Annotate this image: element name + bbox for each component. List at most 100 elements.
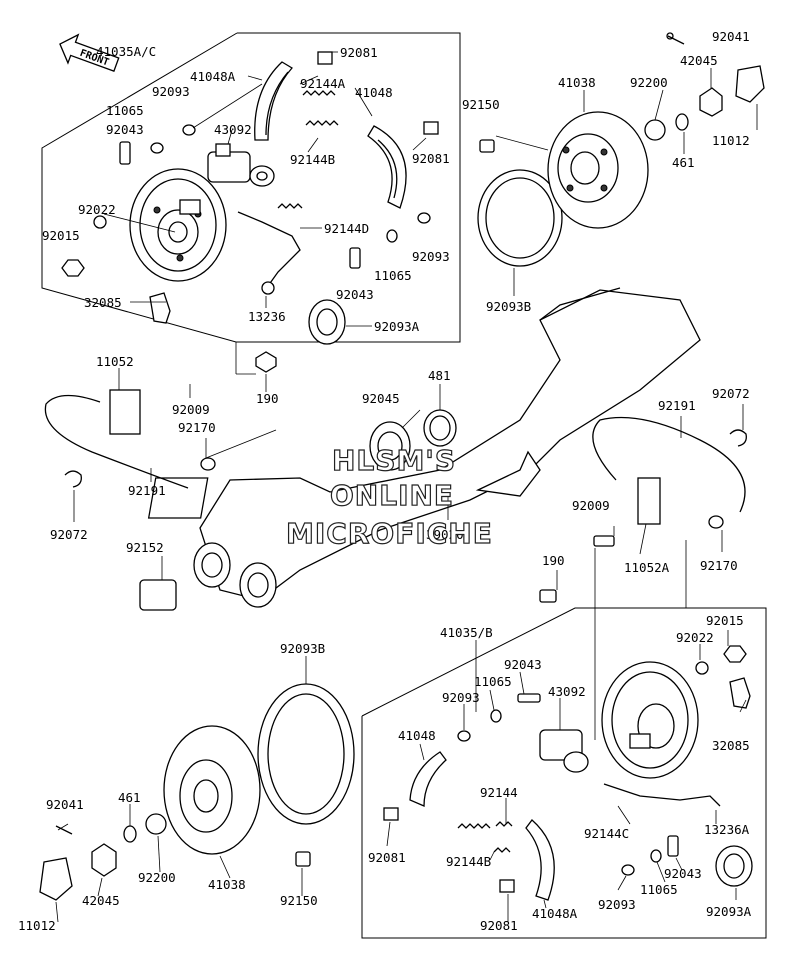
part-label[interactable]: 92043 bbox=[664, 866, 702, 881]
part-label[interactable]: 92072 bbox=[50, 527, 88, 542]
watermark-line-1: HLSM'S bbox=[332, 444, 456, 477]
leader-lines bbox=[55, 51, 758, 923]
part-label[interactable]: 92093A bbox=[706, 904, 752, 919]
part-label[interactable]: 92200 bbox=[138, 870, 176, 885]
part-label[interactable]: 42045 bbox=[680, 53, 718, 68]
brake-panel-lower bbox=[601, 661, 699, 779]
part-label[interactable]: 11065 bbox=[474, 674, 512, 689]
brake-panel-upper bbox=[129, 168, 227, 282]
hub-parts-lower bbox=[39, 813, 311, 901]
lower-assembly-frame bbox=[361, 607, 767, 939]
part-label[interactable]: 92200 bbox=[630, 75, 668, 90]
part-label[interactable]: 92045 bbox=[362, 391, 400, 406]
part-label[interactable]: 92093 bbox=[412, 249, 450, 264]
part-label[interactable]: 92081 bbox=[412, 151, 450, 166]
part-label[interactable]: 92150 bbox=[462, 97, 500, 112]
part-label[interactable]: 92144A bbox=[300, 76, 346, 91]
part-label[interactable]: 481 bbox=[428, 368, 451, 383]
axle-housing bbox=[147, 287, 701, 608]
part-label[interactable]: 92170 bbox=[700, 558, 738, 573]
part-label[interactable]: 92072 bbox=[712, 386, 750, 401]
part-label[interactable]: 92015 bbox=[42, 228, 80, 243]
bearing-parts bbox=[139, 351, 457, 611]
part-label[interactable]: 92150 bbox=[280, 893, 318, 908]
part-label[interactable]: 39020 bbox=[426, 527, 464, 542]
part-label[interactable]: 41035/B bbox=[440, 625, 493, 640]
part-label[interactable]: 43092 bbox=[548, 684, 586, 699]
part-label[interactable]: 13236A bbox=[704, 822, 750, 837]
part-label[interactable]: 11065 bbox=[106, 103, 144, 118]
brake-drum-lower bbox=[163, 683, 355, 855]
part-label[interactable]: 92009 bbox=[172, 402, 210, 417]
part-label[interactable]: 92081 bbox=[480, 918, 518, 933]
part-label[interactable]: 92144D bbox=[324, 221, 369, 236]
part-label[interactable]: 43092 bbox=[214, 122, 252, 137]
brake-shoe-41048-upper bbox=[367, 125, 407, 209]
small-parts-lower bbox=[457, 645, 753, 887]
wheel-cylinder-lower bbox=[539, 729, 589, 773]
part-label[interactable]: 92041 bbox=[46, 797, 84, 812]
part-label[interactable]: 92043 bbox=[336, 287, 374, 302]
part-label[interactable]: 92093 bbox=[598, 897, 636, 912]
hub-parts-upper bbox=[479, 32, 765, 153]
part-label[interactable]: 41048 bbox=[398, 728, 436, 743]
part-label[interactable]: 42045 bbox=[82, 893, 120, 908]
brake-shoes-lower bbox=[383, 751, 721, 901]
part-label[interactable]: 92043 bbox=[106, 122, 144, 137]
watermark: HLSM'S ONLINE MICROFICHE bbox=[285, 443, 493, 550]
part-label[interactable]: 41048 bbox=[355, 85, 393, 100]
hose-left bbox=[44, 389, 216, 489]
hose-right bbox=[539, 416, 747, 603]
part-label[interactable]: 92093 bbox=[442, 690, 480, 705]
part-label[interactable]: 92041 bbox=[712, 29, 750, 44]
part-label[interactable]: 92144C bbox=[584, 826, 629, 841]
part-label[interactable]: 92093B bbox=[280, 641, 325, 656]
part-label[interactable]: 41035A/C bbox=[96, 44, 156, 59]
part-label[interactable]: 11012 bbox=[18, 918, 56, 933]
part-label[interactable]: 32085 bbox=[84, 295, 122, 310]
part-label[interactable]: 11052A bbox=[624, 560, 670, 575]
part-label[interactable]: 41048A bbox=[190, 69, 236, 84]
part-label[interactable]: 11065 bbox=[374, 268, 412, 283]
part-label[interactable]: 92081 bbox=[368, 850, 406, 865]
part-label[interactable]: 41038 bbox=[208, 877, 246, 892]
wheel-cylinder-upper bbox=[207, 143, 275, 187]
part-label[interactable]: 92093B bbox=[486, 299, 531, 314]
part-label[interactable]: 92093A bbox=[374, 319, 420, 334]
part-label[interactable]: 92144B bbox=[446, 854, 491, 869]
part-label[interactable]: 92170 bbox=[178, 420, 216, 435]
part-label[interactable]: 461 bbox=[672, 155, 695, 170]
part-label[interactable]: 461 bbox=[118, 790, 141, 805]
springs-upper bbox=[277, 90, 339, 209]
part-label[interactable]: 190 bbox=[256, 391, 279, 406]
part-label[interactable]: 92191 bbox=[128, 483, 166, 498]
part-label[interactable]: 13236 bbox=[248, 309, 286, 324]
part-label[interactable]: 92022 bbox=[676, 630, 714, 645]
part-label[interactable]: 32085 bbox=[712, 738, 750, 753]
small-parts-upper bbox=[61, 51, 439, 345]
part-label[interactable]: 11012 bbox=[712, 133, 750, 148]
part-label[interactable]: 92015 bbox=[706, 613, 744, 628]
part-labels: 41035A/C 92081 41048A 92093 11065 92144A… bbox=[18, 29, 752, 933]
part-label[interactable]: 92022 bbox=[78, 202, 116, 217]
part-label[interactable]: 11065 bbox=[640, 882, 678, 897]
part-label[interactable]: 92009 bbox=[572, 498, 610, 513]
watermark-line-3: MICROFICHE bbox=[286, 517, 493, 550]
part-label[interactable]: 92144 bbox=[480, 785, 518, 800]
part-label[interactable]: 190 bbox=[542, 553, 565, 568]
part-label[interactable]: 92191 bbox=[658, 398, 696, 413]
part-label[interactable]: 11052 bbox=[96, 354, 134, 369]
brake-shoe-41048a-upper bbox=[254, 61, 294, 141]
part-label[interactable]: 92152 bbox=[126, 540, 164, 555]
part-label[interactable]: 92081 bbox=[340, 45, 378, 60]
watermark-line-2: ONLINE bbox=[330, 479, 454, 512]
part-label[interactable]: 92043 bbox=[504, 657, 542, 672]
brake-drum-upper bbox=[477, 111, 649, 267]
part-label[interactable]: 92093 bbox=[152, 84, 190, 99]
lever-13236 bbox=[237, 211, 301, 295]
part-label[interactable]: 41048A bbox=[532, 906, 578, 921]
part-label[interactable]: 41038 bbox=[558, 75, 596, 90]
part-label[interactable]: 92144B bbox=[290, 152, 335, 167]
